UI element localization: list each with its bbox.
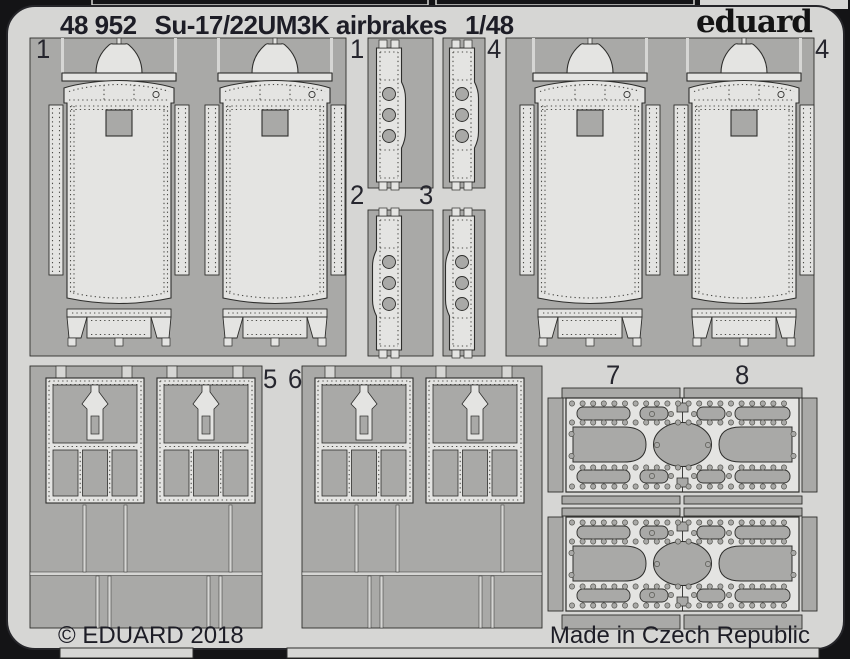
catalog-number: 48 952 [60, 10, 137, 40]
copyright-notice: © EDUARD 2018 [58, 622, 244, 649]
part-number-label: 6 [288, 364, 303, 394]
part-number-label: 1 [36, 34, 51, 64]
part-number-label: 4 [487, 34, 502, 64]
origin-text: Made in Czech Republic [549, 622, 810, 649]
scale-badge: 1/48 [465, 10, 514, 40]
part-number-label: 5 [263, 364, 278, 394]
part-number-label: 2 [350, 180, 365, 210]
part-number-label: 1 [350, 34, 365, 64]
part-number-label: 3 [419, 180, 434, 210]
brand-logo: eduard [695, 4, 813, 40]
header: 48 952 Su-17/22UM3K airbrakes 1/48 [60, 10, 514, 41]
part-number-label: 8 [735, 360, 750, 390]
kit-title: Su-17/22UM3K airbrakes [154, 10, 448, 40]
part-number-label: 4 [815, 34, 830, 64]
part-number-label: 7 [606, 360, 621, 390]
